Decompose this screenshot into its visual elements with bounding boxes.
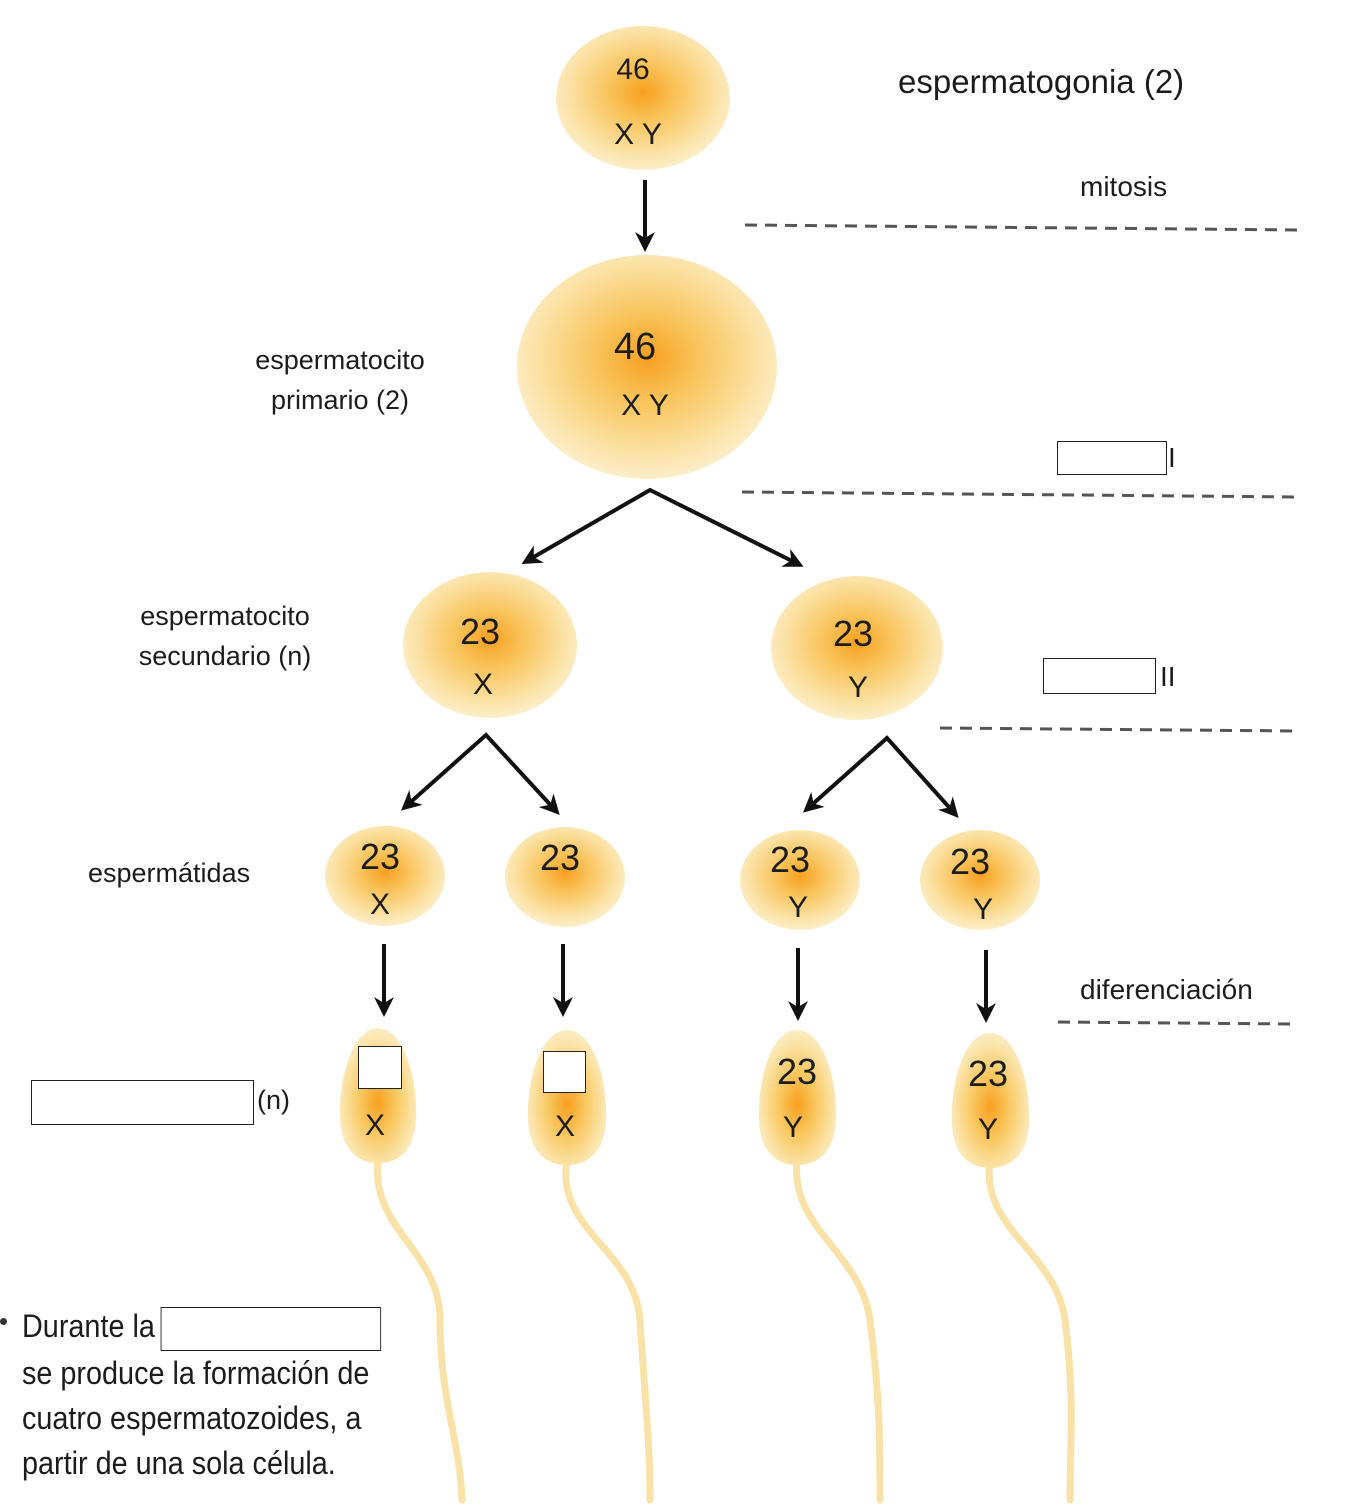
meiosis-process-blank[interactable]	[160, 1306, 381, 1351]
espermatozoide-3-number: 23	[776, 1051, 818, 1092]
divider-differentiation	[1057, 1020, 1296, 1026]
espermatocito-primario-cell	[517, 255, 777, 479]
label-mitosis: mitosis	[1080, 171, 1168, 202]
espermatozoide-2-number-blank[interactable]	[543, 1051, 586, 1093]
espermatozoide-1-number-blank[interactable]	[358, 1046, 402, 1089]
label-espermatocito-secundario-1: espermatocito	[140, 601, 310, 631]
label-espermatocito-primario-2: primario (2)	[270, 385, 410, 415]
espermatogonia-chromosomes: X Y	[614, 118, 662, 151]
espermatozoide-3-chromosomes: Y	[782, 1111, 803, 1144]
espermatocito-secundario-left-cell	[403, 572, 577, 718]
divider-meiosis-2	[939, 726, 1299, 733]
espermatida-1-chromosomes: X	[369, 888, 390, 921]
label-espermatozoide-suffix: (n)	[257, 1085, 290, 1115]
espermatozoide-name-blank[interactable]	[31, 1080, 254, 1125]
bottom-text-before: Durante la	[22, 1308, 155, 1344]
espermatogonia-cell	[556, 26, 730, 170]
espermatozoide-1-chromosomes: X	[364, 1109, 385, 1142]
espermatida-2-number: 23	[539, 837, 581, 878]
espermatozoide-2-chromosomes: X	[554, 1110, 575, 1143]
espermatida-cell-2	[505, 827, 625, 927]
label-meiosis-2-suffix: II	[1160, 661, 1176, 692]
espermatida-cell-3	[740, 830, 860, 930]
sperm-tail-1	[373, 1156, 466, 1504]
label-meiosis-1-suffix: I	[1168, 442, 1176, 473]
divider-mitosis	[744, 223, 1301, 232]
sperm-tail-4	[985, 1156, 1075, 1504]
espermatozoide-4-chromosomes: Y	[977, 1113, 998, 1146]
label-espermatidas: espermátidas	[88, 858, 251, 888]
espermatocito-primario-chromosomes: X Y	[621, 389, 669, 422]
label-espermatocito-secundario-2: secundario (n)	[138, 641, 312, 671]
espermatida-4-chromosomes: Y	[972, 893, 993, 926]
secundario-left-chromosomes: X	[472, 668, 493, 701]
espermatida-4-number: 23	[949, 841, 991, 882]
bullet-icon	[0, 1318, 7, 1325]
espermatogonia-number: 46	[616, 53, 650, 86]
espermatida-cell-1	[325, 826, 445, 926]
label-espermatogonia: espermatogonia (2)	[898, 63, 1185, 100]
meiosis-1-blank[interactable]	[1057, 441, 1167, 475]
bottom-text-after: se produce la formación de cuatro esperm…	[22, 1354, 370, 1481]
secundario-left-number: 23	[459, 611, 501, 652]
arrow-split-left	[401, 732, 560, 815]
espermatida-cell-4	[920, 830, 1040, 930]
bottom-statement: Durante la se produce la formación de cu…	[22, 1304, 400, 1486]
espermatocito-primario-number: 46	[613, 326, 657, 368]
espermatozoide-4-number: 23	[967, 1053, 1009, 1094]
espermatida-3-number: 23	[769, 839, 811, 880]
espermatocito-secundario-right-cell	[771, 576, 943, 720]
label-espermatocito-primario-1: espermatocito	[255, 345, 425, 375]
arrow-split-right	[803, 735, 959, 818]
label-diferenciacion: diferenciación	[1080, 974, 1253, 1005]
sperm-tail-2	[562, 1156, 654, 1504]
sperm-head-3	[758, 1030, 837, 1165]
secundario-right-number: 23	[832, 613, 874, 654]
sperm-tail-3	[793, 1156, 884, 1504]
espermatida-1-number: 23	[359, 836, 401, 877]
sperm-head-4	[951, 1033, 1030, 1168]
espermatida-3-chromosomes: Y	[787, 891, 808, 924]
meiosis-2-blank[interactable]	[1043, 658, 1156, 694]
secundario-right-chromosomes: Y	[847, 671, 868, 704]
divider-meiosis-1	[741, 490, 1299, 499]
arrow-split-meiosis-1	[521, 487, 804, 567]
